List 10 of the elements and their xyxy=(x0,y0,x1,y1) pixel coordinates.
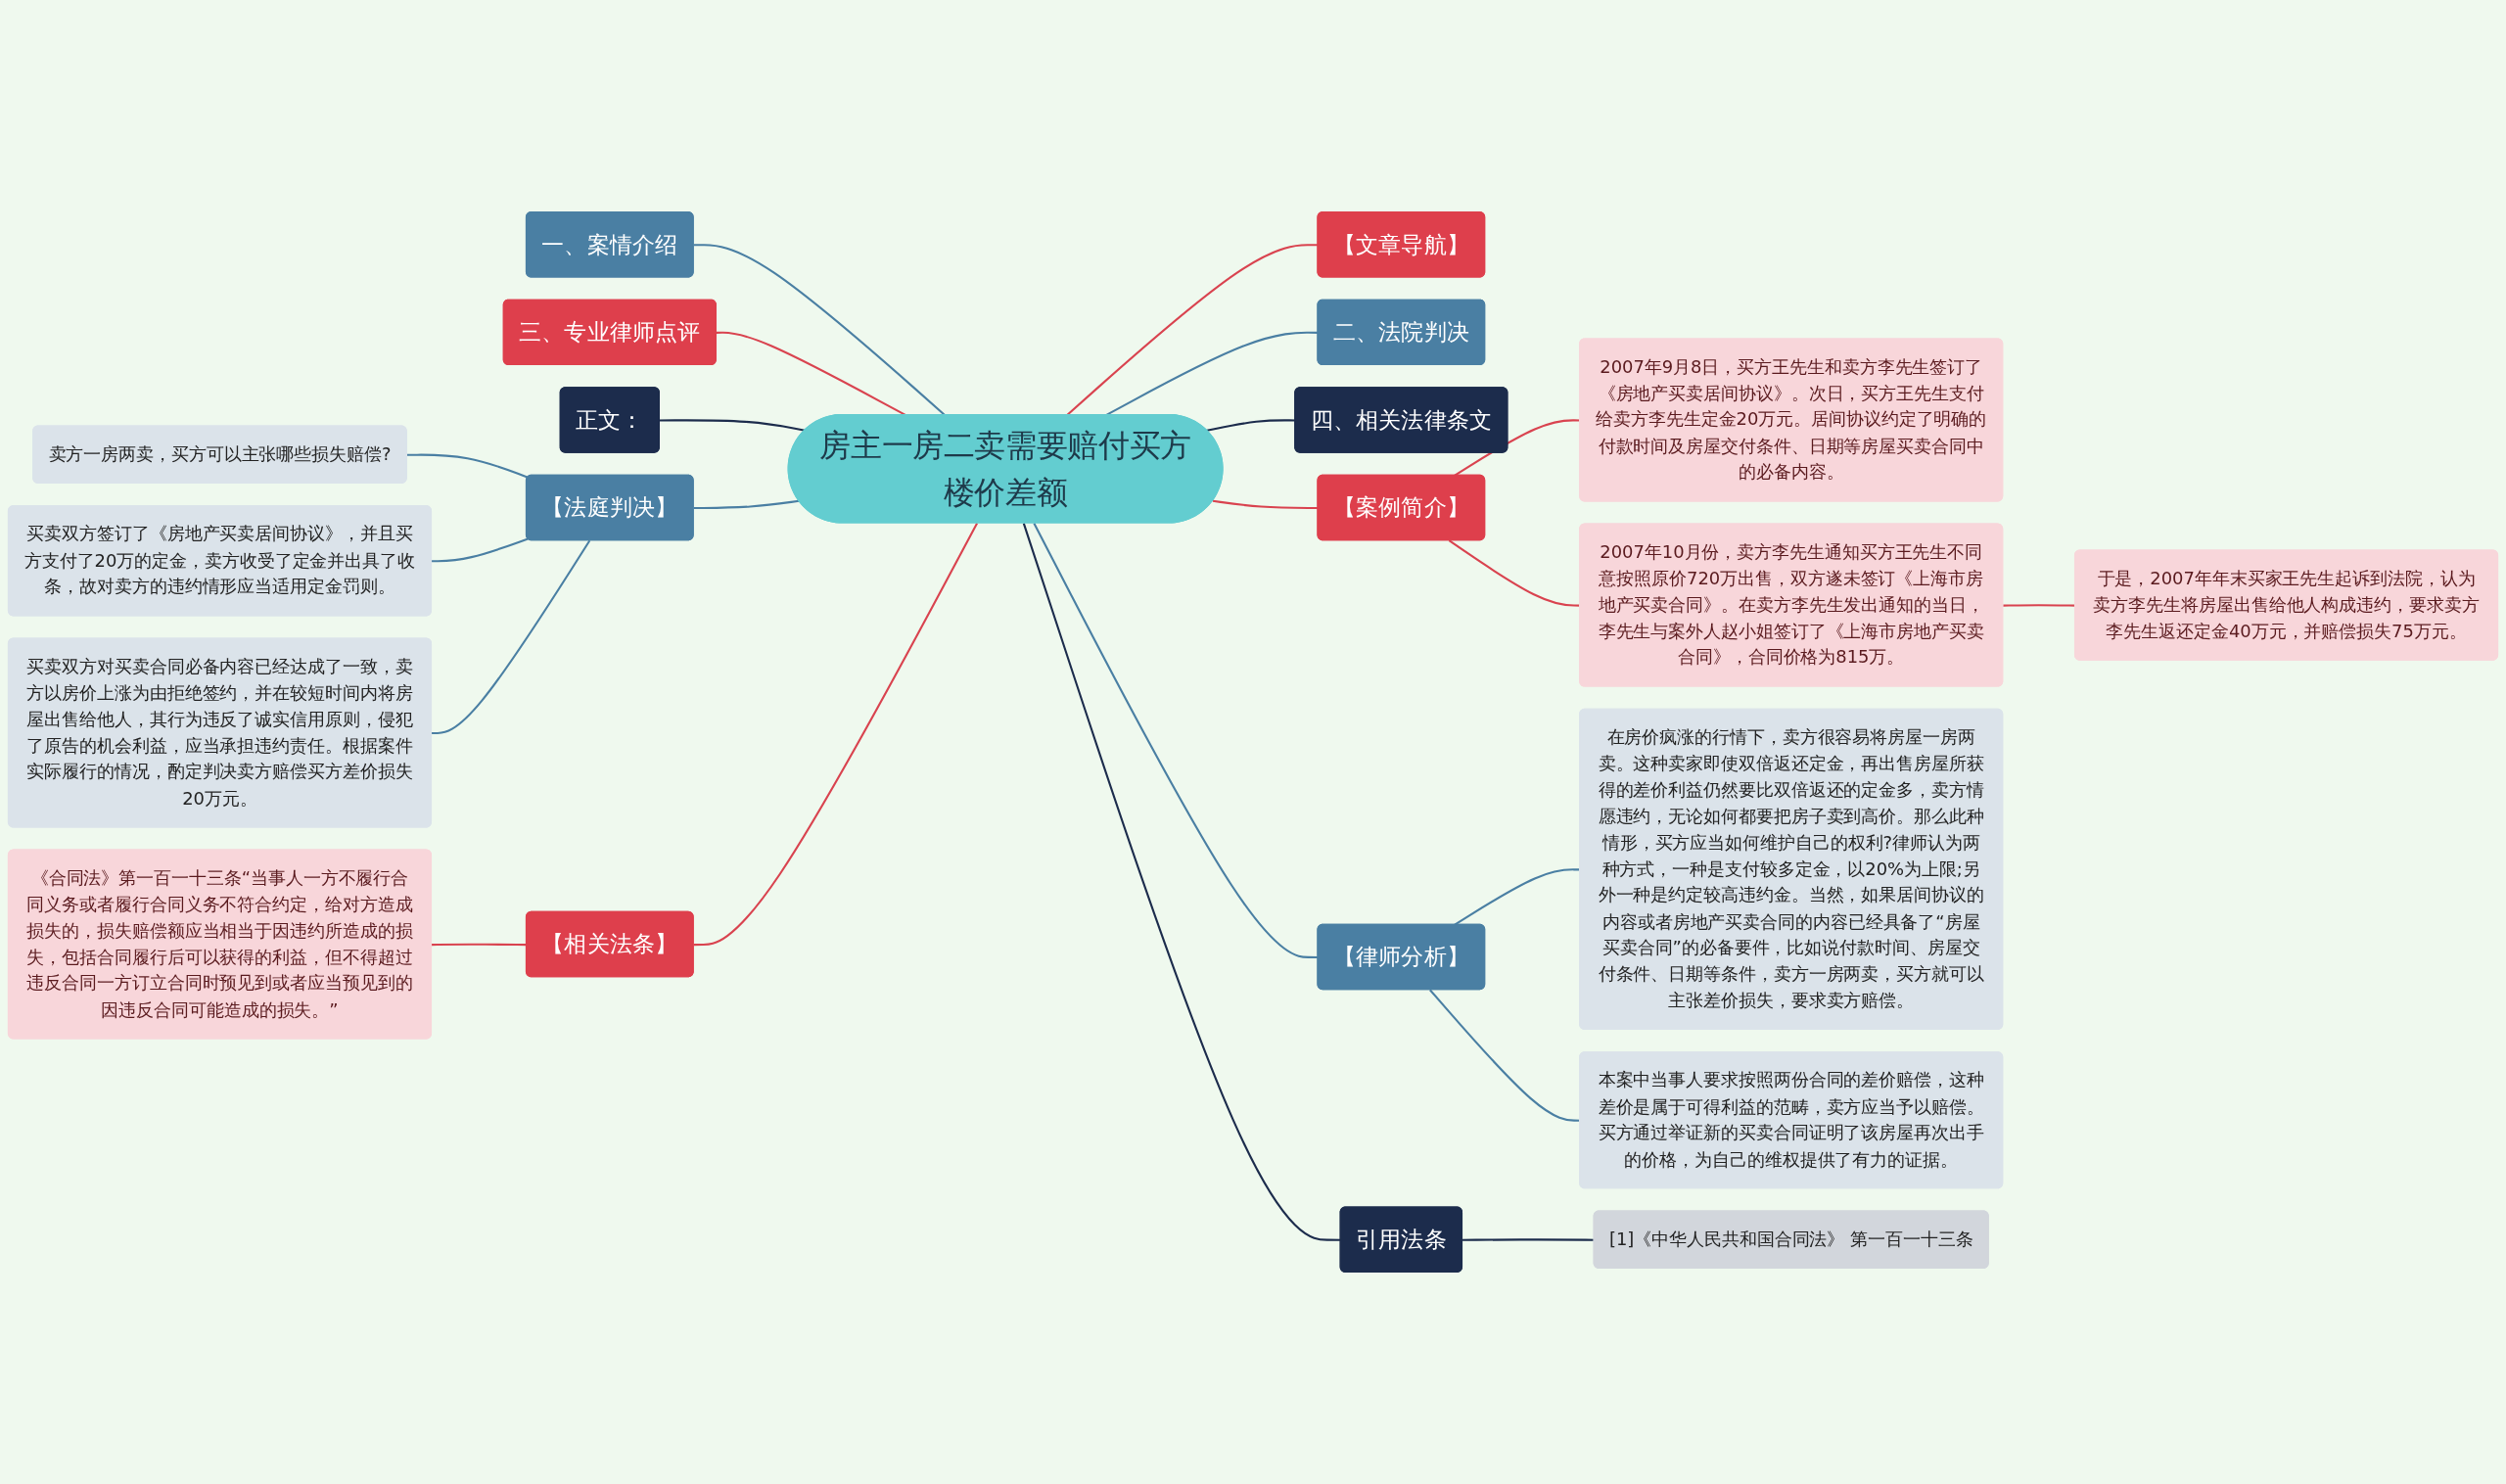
connector xyxy=(432,537,529,563)
connector xyxy=(1462,1238,1595,1241)
connector xyxy=(693,523,979,947)
connector xyxy=(1022,523,1341,1241)
connector xyxy=(716,331,906,416)
connector xyxy=(432,539,591,735)
connector xyxy=(432,943,527,947)
connector xyxy=(693,244,946,416)
connector xyxy=(693,499,800,510)
connector xyxy=(406,453,529,479)
